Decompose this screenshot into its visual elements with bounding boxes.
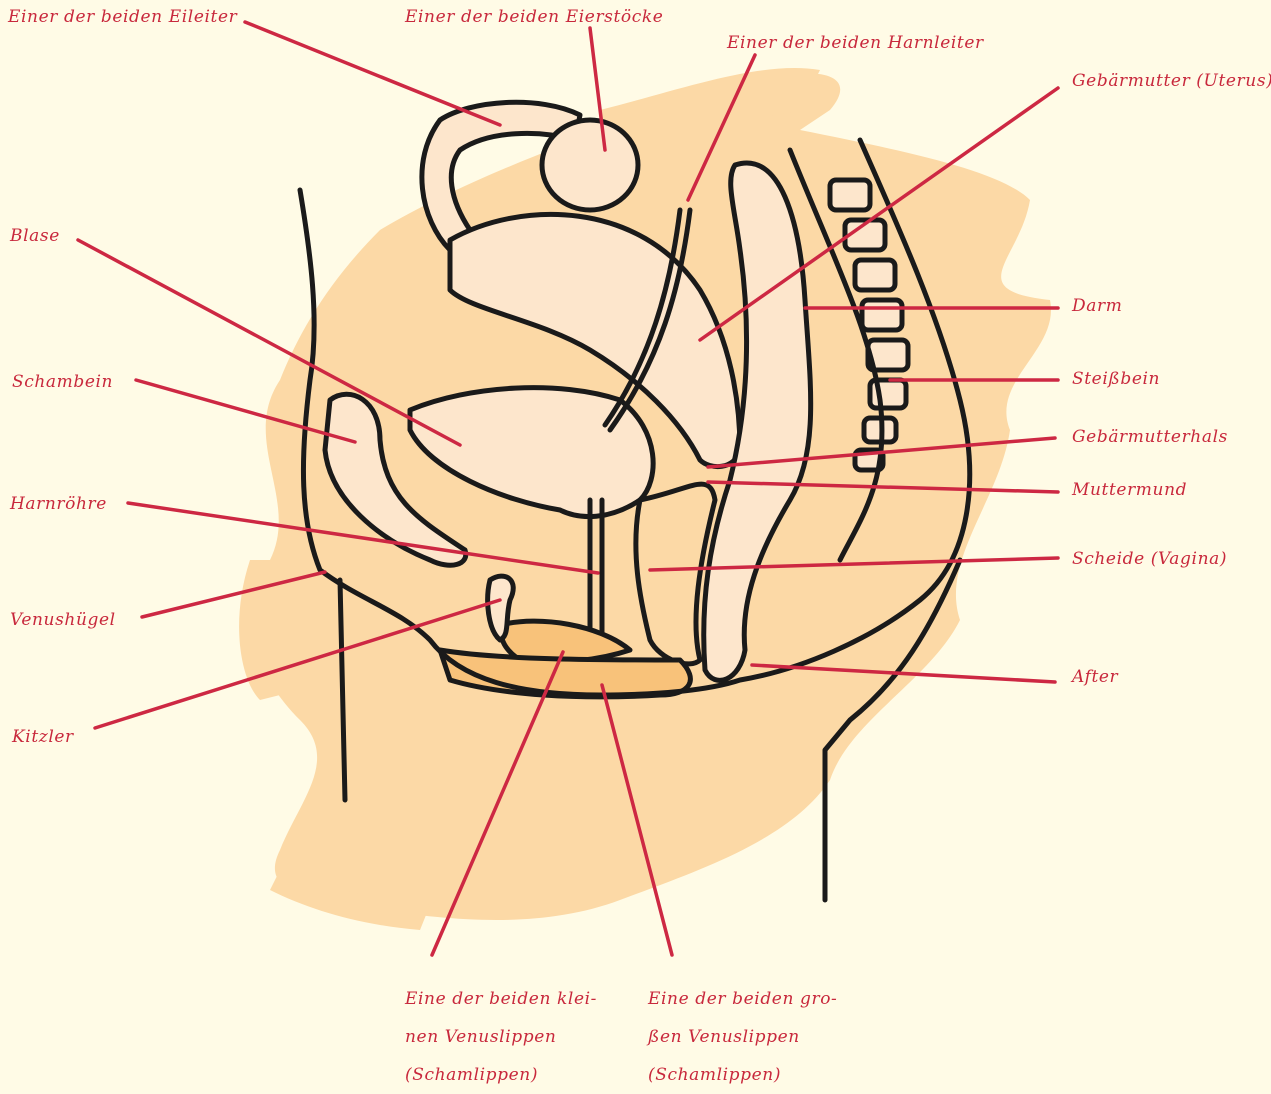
label-kleine-venuslippen-line2: nen Venuslippen — [405, 1018, 597, 1056]
label-kleine-venuslippen: Eine der beiden klei- nen Venuslippen (S… — [405, 980, 597, 1094]
label-gebaermutterhals: Gebärmutterhals — [1072, 427, 1228, 447]
label-after: After — [1072, 667, 1118, 687]
label-grosse-venuslippen-line1: Eine der beiden gro- — [648, 980, 837, 1018]
label-steissbein: Steißbein — [1072, 369, 1160, 389]
label-muttermund: Muttermund — [1072, 480, 1187, 500]
label-grosse-venuslippen: Eine der beiden gro- ßen Venuslippen (Sc… — [648, 980, 837, 1094]
label-kleine-venuslippen-line1: Eine der beiden klei- — [405, 980, 597, 1018]
label-scheide: Scheide (Vagina) — [1072, 549, 1227, 569]
label-venushuegel: Venushügel — [10, 610, 116, 630]
label-grosse-venuslippen-line3: (Schamlippen) — [648, 1056, 837, 1094]
label-kitzler: Kitzler — [12, 727, 74, 747]
label-blase: Blase — [10, 226, 60, 246]
label-kleine-venuslippen-line3: (Schamlippen) — [405, 1056, 597, 1094]
label-eierstoecke: Einer der beiden Eierstöcke — [405, 7, 663, 27]
label-harnroehre: Harnröhre — [10, 494, 107, 514]
label-gebaermutter: Gebärmutter (Uterus) — [1072, 71, 1271, 91]
ovary — [542, 120, 638, 210]
label-schambein: Schambein — [12, 372, 113, 392]
label-harnleiter: Einer der beiden Harnleiter — [727, 33, 984, 53]
label-eileiter: Einer der beiden Eileiter — [8, 7, 237, 27]
label-grosse-venuslippen-line2: ßen Venuslippen — [648, 1018, 837, 1056]
label-darm: Darm — [1072, 296, 1122, 316]
leader-eileiter — [245, 22, 500, 125]
